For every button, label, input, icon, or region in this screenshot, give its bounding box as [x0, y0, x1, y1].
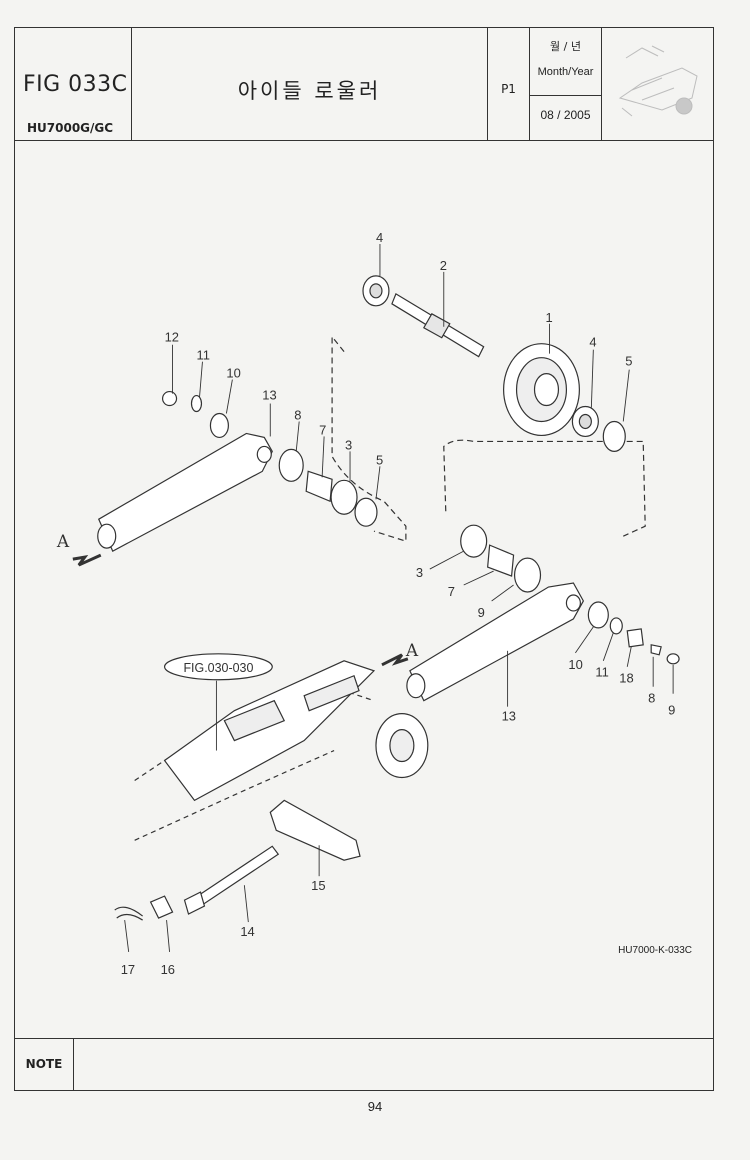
- page-frame: FIG 033C HU7000G/GC 아이들 로울러 P1 월 / 년 Mon…: [14, 27, 714, 1091]
- callout-5: 5: [625, 354, 632, 369]
- callout-3: 3: [345, 437, 352, 452]
- date-label-english: Month/Year: [537, 66, 594, 78]
- bracket-part-16: [149, 895, 174, 919]
- callout-3b: 3: [416, 565, 423, 580]
- cap-part-9: [666, 653, 680, 665]
- date-divider: [530, 95, 601, 96]
- arm-part-13-upper: [97, 432, 273, 552]
- callout-16: 16: [161, 962, 175, 977]
- shaft-part-2: [391, 292, 485, 358]
- callout-7: 8: [294, 407, 301, 422]
- washer-part-11b: [609, 617, 623, 635]
- assembly-line-right: [443, 439, 646, 537]
- callout-9: 9: [668, 703, 675, 718]
- note-row: NOTE: [15, 1038, 713, 1090]
- callout-17: 17: [121, 962, 135, 977]
- pin-part-17: [114, 906, 144, 921]
- callout-13: 13: [262, 388, 276, 403]
- callout-2: 2: [440, 258, 447, 273]
- bearing-part-3: [330, 479, 358, 515]
- nut-part-12: [161, 390, 178, 407]
- fig-reference-label: FIG.030-030: [183, 661, 253, 675]
- title-cell: 아이들 로울러: [132, 28, 488, 140]
- callout-4: 4: [376, 230, 383, 245]
- snap-ring-part-5b: [354, 497, 378, 527]
- frame-body: [163, 660, 429, 802]
- screw-part-14: [183, 845, 280, 915]
- exploded-parts-drawing: A A FIG.030-030 4 2 1 4 5 12 11 10 13 8 …: [56, 230, 680, 977]
- date-value: 08 / 2005: [540, 108, 591, 122]
- page-ref: P1: [501, 82, 516, 96]
- assembly-line-upper: [331, 335, 407, 542]
- fig-reference-oval: [163, 653, 273, 681]
- callout-5b: 5: [376, 452, 383, 467]
- view-label-a-right: A: [405, 640, 419, 660]
- bearing-part-3b: [460, 524, 488, 558]
- seal-part-7: [278, 448, 304, 482]
- view-arrow-a-left: [72, 553, 102, 567]
- logo-cell: [602, 28, 715, 140]
- callout-13b: 13: [502, 709, 516, 724]
- title-block: FIG 033C HU7000G/GC 아이들 로울러 P1 월 / 년 Mon…: [15, 28, 713, 141]
- snap-ring-part-5: [602, 420, 626, 452]
- callout-numbers: 4 2 1 4 5 12 11 10 13 8 7 3 5 3 7 9 10 1…: [121, 230, 676, 977]
- fig-cell: FIG 033C HU7000G/GC: [15, 28, 132, 140]
- view-label-a-left: A: [56, 531, 70, 551]
- spacer-part-6: [305, 470, 333, 503]
- page-ref-cell: P1: [488, 28, 530, 140]
- callout-6: 7: [319, 422, 326, 437]
- spacer-part-6b: [487, 544, 515, 577]
- callout-1: 1: [545, 310, 552, 325]
- date-label-korean: 월 / 년: [550, 40, 581, 53]
- part-title: 아이들 로울러: [237, 79, 382, 103]
- callout-14: 14: [240, 924, 254, 939]
- leader-lines: [124, 243, 674, 953]
- idle-roller-part-1: [503, 343, 580, 437]
- model-code: HU7000G/GC: [27, 121, 114, 135]
- view-arrow-a-right: [381, 653, 409, 667]
- grease-nipple-part-8: [650, 644, 662, 656]
- callout-10: 10: [226, 366, 240, 381]
- arm-part-13-lower: [406, 582, 585, 702]
- callout-7b: 9: [478, 605, 485, 620]
- fitting-part-18: [626, 628, 644, 648]
- machine-thumbnail-icon: [618, 45, 698, 117]
- figure-number: FIG 033C: [23, 72, 128, 97]
- link-part-15: [269, 799, 361, 861]
- callout-6b: 7: [448, 584, 455, 599]
- washer-part-11: [190, 394, 203, 413]
- callout-15: 15: [311, 878, 325, 893]
- callout-11b: 11: [595, 665, 608, 680]
- callout-18: 18: [619, 671, 633, 686]
- callout-12: 12: [165, 330, 179, 345]
- page-number: 94: [367, 1099, 383, 1114]
- washer-part-10: [209, 412, 229, 439]
- seal-part-7b: [513, 557, 542, 593]
- date-cell: 월 / 년 Month/Year 08 / 2005: [530, 28, 602, 140]
- note-label: NOTE: [15, 1039, 74, 1090]
- callout-10b: 10: [568, 657, 582, 672]
- callout-11: 11: [196, 348, 209, 363]
- callout-4b: 4: [589, 335, 596, 350]
- drawing-code: HU7000-K-033C: [618, 945, 692, 956]
- callout-8: 8: [648, 691, 655, 706]
- washer-part-10b: [587, 601, 609, 629]
